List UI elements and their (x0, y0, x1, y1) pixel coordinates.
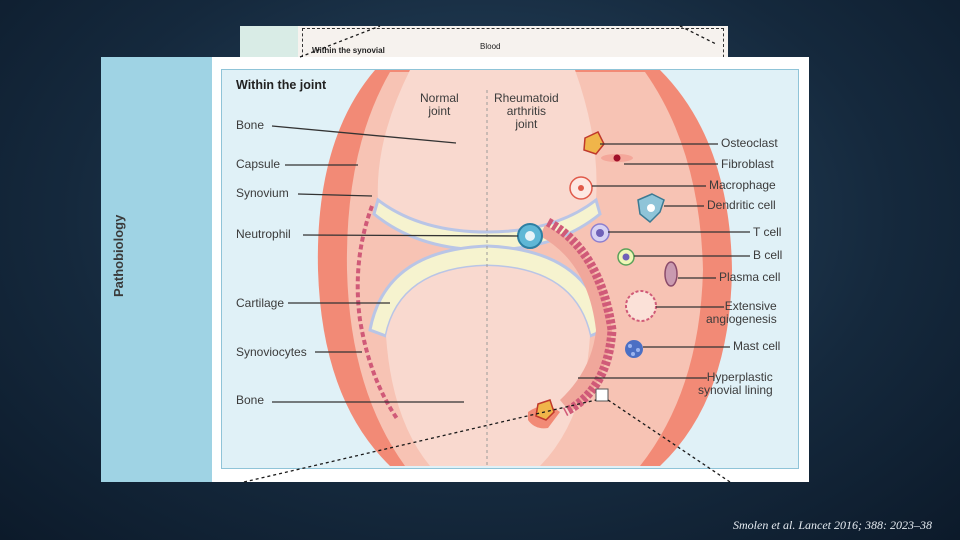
lower-bone (386, 266, 590, 466)
zoom-line-right (607, 399, 731, 483)
label-bone-top: Bone (236, 118, 265, 132)
zoom-line-top-left (299, 25, 381, 58)
angiogenesis-vessel (625, 290, 657, 322)
leader-synovium (297, 193, 373, 197)
column-heading-ra: Rheumatoid arthritis joint (494, 91, 559, 131)
citation: Smolen et al. Lancet 2016; 388: 2023–38 (733, 518, 932, 532)
synoviocyte-chain-right (545, 218, 617, 417)
label-macrophage: Macrophage (709, 178, 776, 192)
synoviocyte-chain-left (355, 205, 400, 422)
background-figure-dashed-frame (302, 28, 724, 63)
label-capsule: Capsule (236, 157, 281, 171)
label-angiogenesis: Extensive angiogenesis (706, 299, 777, 326)
column-heading-normal: Normal joint (420, 91, 459, 118)
figure-title: Within the joint (236, 78, 327, 92)
hyperplastic-inset-box (595, 388, 609, 402)
leader-neutrophil (302, 234, 519, 237)
label-plasma-cell: Plasma cell (719, 270, 781, 284)
label-synovium: Synovium (236, 186, 289, 200)
label-synoviocytes: Synoviocytes (236, 345, 307, 359)
label-neutrophil: Neutrophil (236, 227, 291, 241)
label-hyperplastic-lining: Hyperplastic synovial lining (698, 370, 773, 397)
background-figure-blood-label: Blood (480, 42, 501, 51)
leader-bone-top (271, 125, 457, 144)
plasma-cell (664, 261, 678, 287)
label-t-cell: T cell (753, 225, 782, 239)
zoom-line-top-right (679, 25, 717, 45)
zoom-line-left (243, 399, 597, 483)
label-b-cell: B cell (753, 248, 783, 262)
label-osteoclast: Osteoclast (721, 136, 778, 150)
label-mast-cell: Mast cell (733, 339, 781, 353)
osteoclast-cell (583, 131, 605, 155)
label-dendritic-cell: Dendritic cell (707, 198, 776, 212)
background-figure-title: Within the synovial (312, 46, 385, 55)
figure-sidebar: Pathobiology (101, 57, 212, 482)
label-fibroblast: Fibroblast (721, 157, 774, 171)
label-bone-bottom: Bone (236, 393, 265, 407)
label-cartilage: Cartilage (236, 296, 285, 310)
ra-pannus (540, 225, 612, 412)
